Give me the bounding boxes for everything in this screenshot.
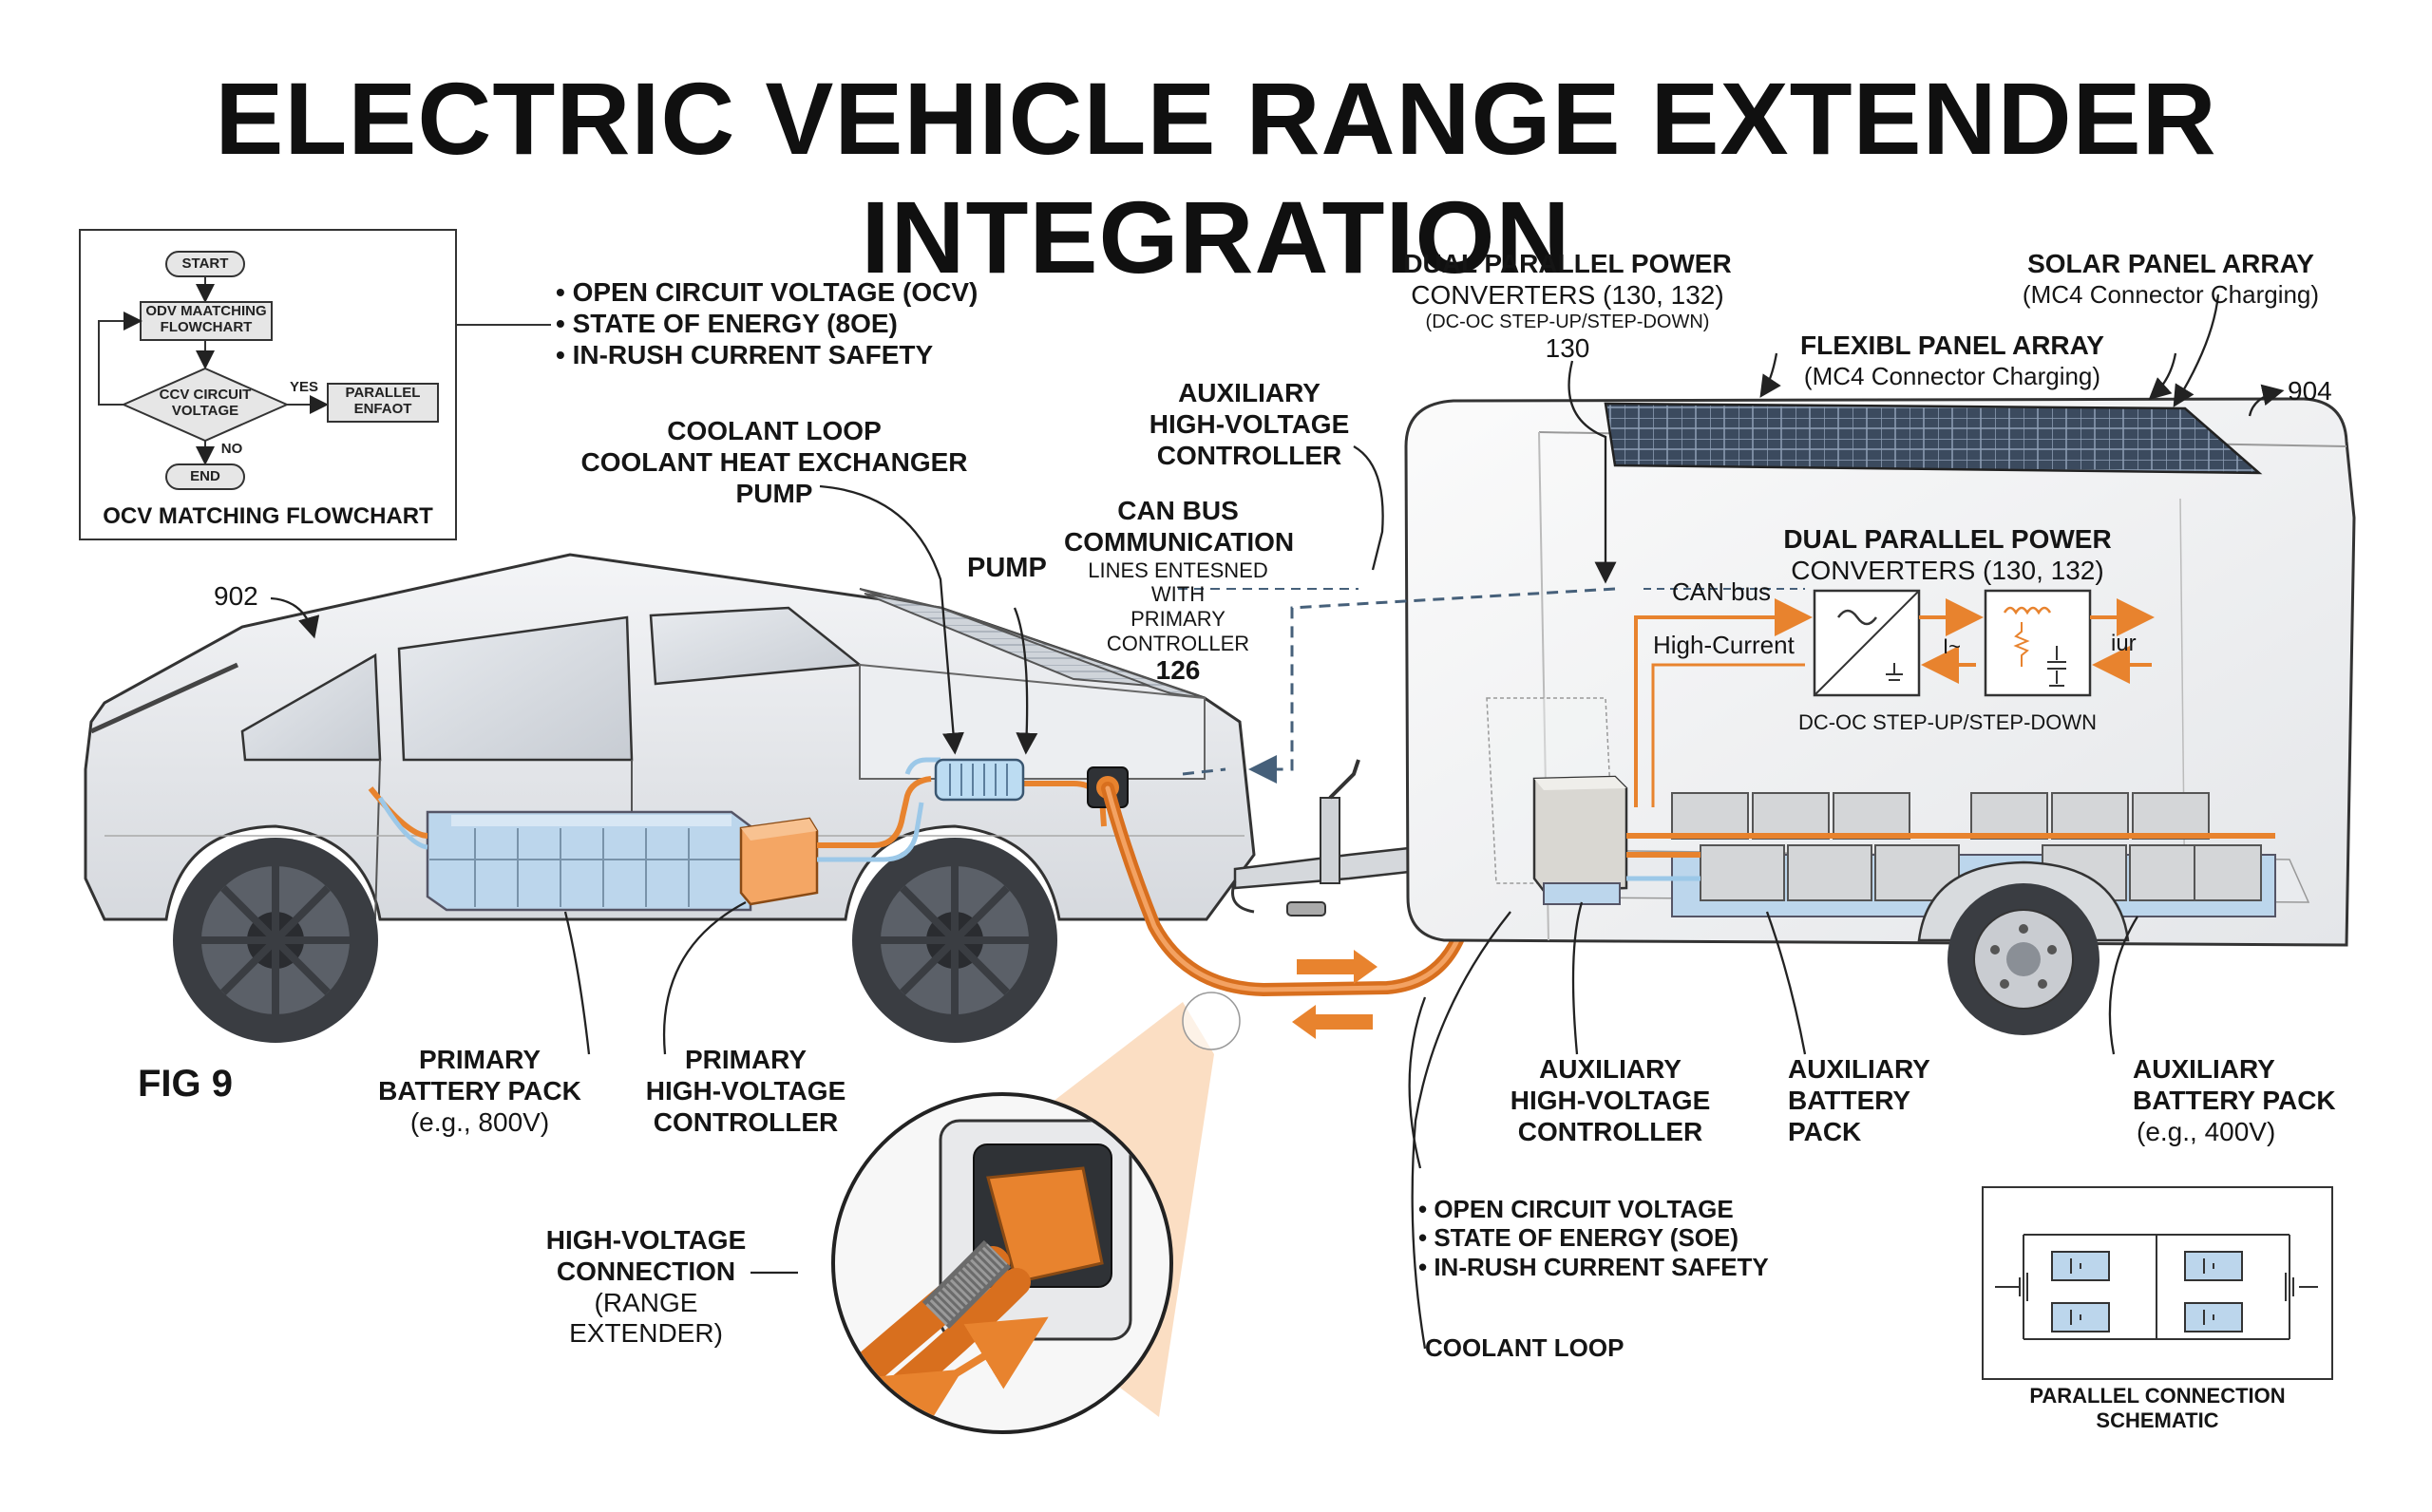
primary-vehicle bbox=[84, 553, 1256, 1043]
bullet-top-2: STATE OF ENERGY (8OE) bbox=[556, 309, 978, 340]
flow-end-label: END bbox=[190, 468, 220, 484]
ref-902: 902 bbox=[214, 581, 258, 611]
solar-panel-array bbox=[1604, 402, 2263, 475]
label-iur: iur bbox=[2111, 631, 2137, 656]
label-flexible-panel: FLEXIBL PANEL ARRAY(MC4 Connector Chargi… bbox=[1800, 331, 2104, 390]
figure-label: FIG 9 bbox=[138, 1063, 234, 1105]
label-pump: PUMP bbox=[967, 553, 1047, 583]
can-bus-line bbox=[1178, 587, 1616, 784]
label-coolant-loop-bottom: COOLANT LOOP bbox=[1425, 1333, 1624, 1362]
label-can-bus-inner: CAN bus bbox=[1672, 577, 1772, 606]
label-high-current: High-Current bbox=[1653, 631, 1795, 659]
bullet-bottom-2: STATE OF ENERGY (SOE) bbox=[1418, 1223, 1769, 1252]
parallel-schematic bbox=[1982, 1186, 2333, 1380]
flow-arrow-right bbox=[1297, 950, 1378, 984]
car-rear-wheel bbox=[852, 838, 1057, 1043]
car-roof-panel bbox=[864, 593, 1150, 687]
page-title: ELECTRIC VEHICLE RANGE EXTENDER INTEGRAT… bbox=[215, 61, 2217, 294]
bullets-top: OPEN CIRCUIT VOLTAGE (OCV) STATE OF ENER… bbox=[556, 277, 978, 370]
primary-hv-controller bbox=[739, 817, 819, 906]
dcdc-converter-diagram bbox=[1634, 588, 2155, 807]
label-solar-panel: SOLAR PANEL ARRAY(MC4 Connector Charging… bbox=[2022, 249, 2320, 309]
primary-battery-pack bbox=[426, 810, 752, 912]
trailer bbox=[1404, 397, 2356, 1035]
leader-lines bbox=[270, 293, 2285, 1350]
ocv-flowchart bbox=[79, 229, 551, 540]
hv-connector-zoom bbox=[831, 992, 1241, 1434]
bullet-bottom-1: OPEN CIRCUIT VOLTAGE bbox=[1418, 1195, 1769, 1223]
flowchart-caption: OCV MATCHING FLOWCHART bbox=[103, 503, 433, 529]
coolant-heat-exchanger bbox=[934, 758, 1025, 802]
flow-start-label: START bbox=[181, 255, 229, 272]
label-dcdc-inner: DC-OC STEP-UP/STEP-DOWN bbox=[1797, 710, 2098, 734]
flow-yes-label: YES bbox=[289, 379, 318, 395]
car-front-wheel bbox=[173, 838, 378, 1043]
bullets-bottom: OPEN CIRCUIT VOLTAGE STATE OF ENERGY (SO… bbox=[1418, 1195, 1769, 1281]
bullet-bottom-3: IN-RUSH CURRENT SAFETY bbox=[1418, 1253, 1768, 1281]
trailer-wheel bbox=[1917, 860, 2130, 1035]
flow-end-node bbox=[165, 463, 245, 490]
flow-no-label: NO bbox=[220, 441, 243, 457]
flow-arrow-left bbox=[1292, 1005, 1373, 1039]
converter-block-2 bbox=[1984, 589, 2092, 697]
bullet-top-3: IN-RUSH CURRENT SAFETY bbox=[556, 340, 978, 371]
aux-hv-controller bbox=[1532, 775, 1628, 905]
label-i-arrow: I~ bbox=[1943, 634, 1961, 658]
flow-yes-node bbox=[327, 383, 439, 423]
ref-904: 904 bbox=[2288, 376, 2332, 406]
bullet-top-1: OPEN CIRCUIT VOLTAGE (OCV) bbox=[556, 277, 978, 309]
